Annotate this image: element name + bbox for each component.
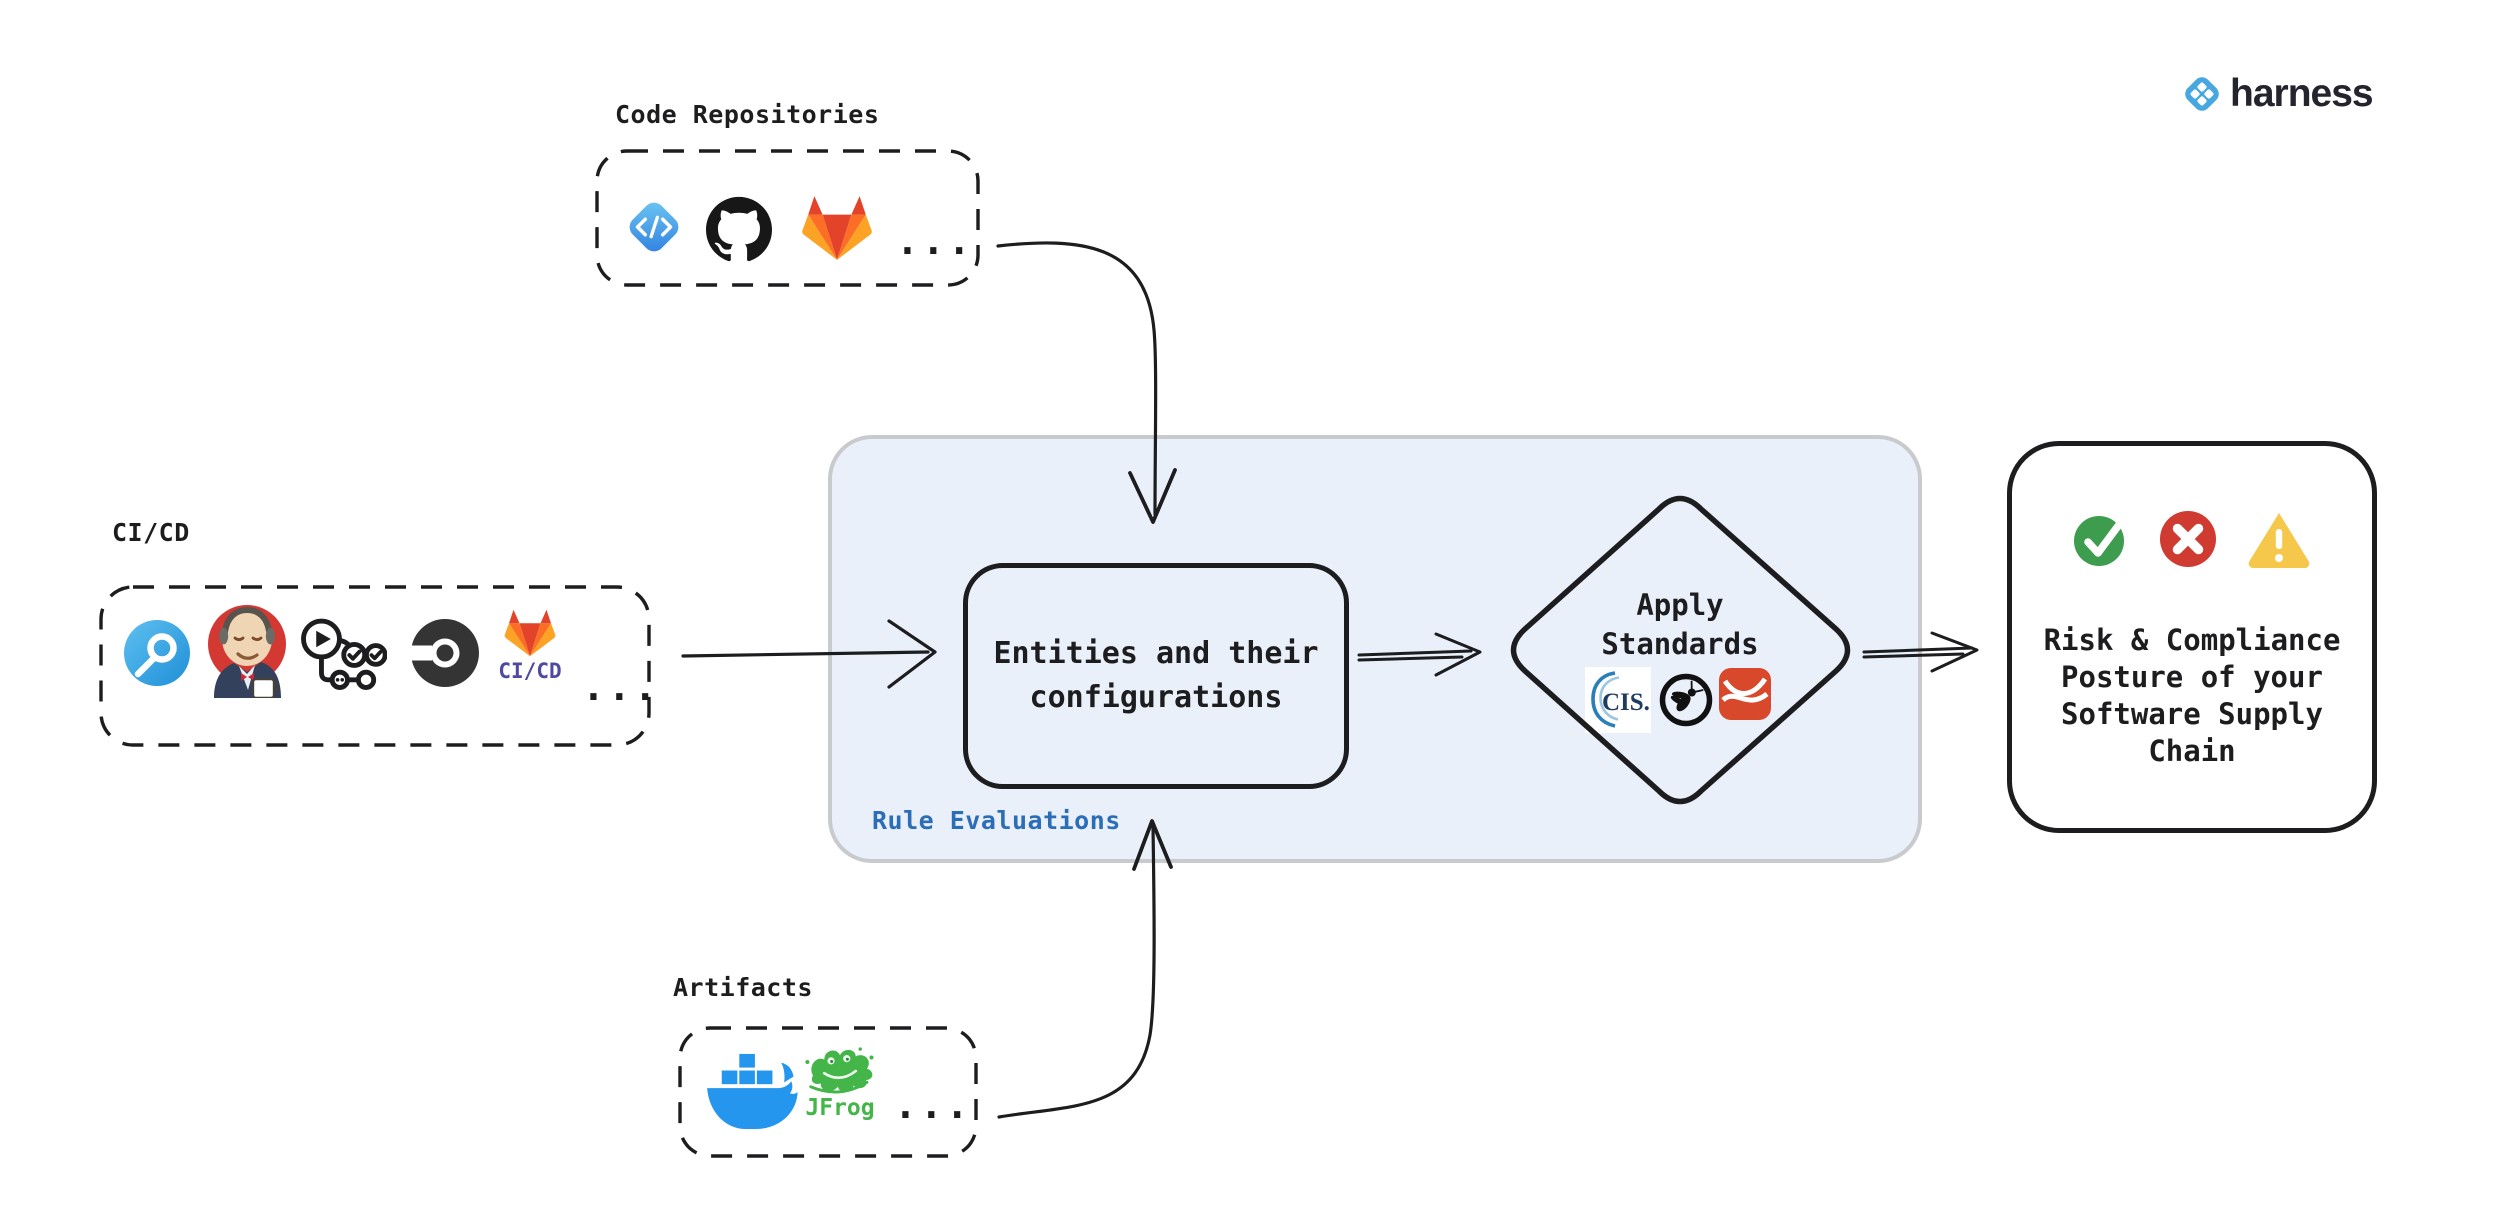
failure-x-icon (2160, 511, 2216, 567)
harness-ci-icon (122, 618, 192, 688)
circleci-icon (409, 617, 481, 689)
warning-triangle-icon (2248, 513, 2310, 568)
success-check-icon (2074, 516, 2125, 566)
jfrog-label: JFrog (805, 1095, 875, 1121)
risk-compliance-text: Risk & Compliance Posture of your Softwa… (2043, 623, 2341, 768)
rule-evaluations-label: Rule Evaluations (872, 806, 1121, 835)
jenkins-icon (206, 600, 288, 698)
gitlab-cicd-label: CI/CD (498, 659, 562, 683)
harness-mark-icon (2185, 77, 2219, 111)
cicd-label: CI/CD (112, 518, 190, 547)
artifacts-more-ellipsis: ... (894, 1083, 972, 1127)
artifacts-label: Artifacts (673, 973, 813, 1002)
github-actions-icon (299, 614, 387, 694)
jfrog-icon: JFrog (800, 1046, 880, 1120)
owasp-icon (1659, 673, 1713, 727)
arrow-artifacts-to-entities (997, 819, 1173, 1119)
orange-ribbon-standard-icon (1719, 668, 1771, 720)
cicd-more-ellipsis: ... (582, 665, 660, 709)
cis-text: CIS. (1602, 689, 1650, 716)
harness-wordmark: harness (2230, 72, 2374, 115)
gitlab-cicd-icon: CI/CD (490, 608, 570, 682)
github-icon (706, 196, 772, 262)
entities-box: Entities and their configurations (963, 563, 1349, 789)
gitlab-icon (800, 194, 874, 262)
status-icons-row (2073, 508, 2311, 570)
code-repositories-label: Code Repositories (615, 100, 880, 129)
gitlab-fox-icon (504, 609, 556, 657)
harness-code-repo-icon (623, 196, 685, 258)
entities-box-text: Entities and their configurations (993, 636, 1319, 715)
jfrog-splash-icon (805, 1047, 874, 1094)
code-repos-more-ellipsis: ... (896, 219, 974, 263)
harness-logo: harness (2180, 72, 2374, 116)
docker-icon (704, 1052, 798, 1130)
apply-standards-label: Apply Standards (1601, 588, 1759, 661)
risk-compliance-box: Risk & Compliance Posture of your Softwa… (2007, 441, 2377, 833)
cis-icon: CIS. (1585, 667, 1651, 733)
